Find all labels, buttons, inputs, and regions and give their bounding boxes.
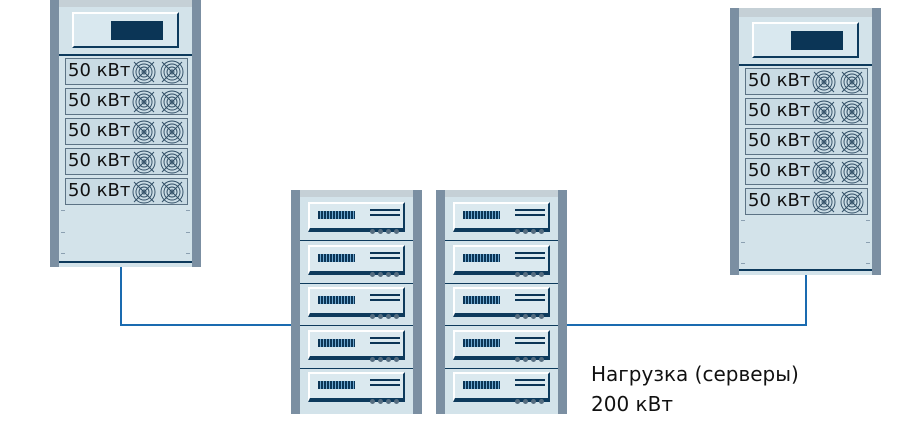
ups-display-screen bbox=[791, 31, 843, 50]
fan-icon bbox=[812, 160, 836, 184]
drive-bay-indicator bbox=[463, 381, 500, 389]
server-unit bbox=[453, 372, 550, 404]
ups-display-screen bbox=[111, 21, 163, 40]
power-module: 50 кВт bbox=[65, 178, 188, 205]
power-module: 50 кВт bbox=[65, 118, 188, 145]
fan-icon bbox=[132, 150, 156, 174]
power-module-label: 50 кВт bbox=[68, 120, 131, 141]
server-unit bbox=[453, 287, 550, 319]
power-module: 50 кВт bbox=[745, 68, 868, 95]
drive-bay-indicator bbox=[318, 211, 355, 219]
fan-icon bbox=[132, 180, 156, 204]
server-rack-1 bbox=[291, 190, 422, 414]
status-leds bbox=[515, 304, 547, 323]
power-module-label: 50 кВт bbox=[68, 180, 131, 201]
status-leds bbox=[515, 347, 547, 366]
power-module-label: 50 кВт bbox=[748, 160, 811, 181]
power-module-label: 50 кВт bbox=[748, 130, 811, 151]
status-leds bbox=[515, 219, 547, 238]
fan-icon bbox=[812, 190, 836, 214]
power-module-label: 50 кВт bbox=[68, 150, 131, 171]
drive-bay-indicator bbox=[463, 253, 500, 262]
server-unit bbox=[308, 244, 405, 277]
status-leds bbox=[370, 219, 402, 238]
status-leds bbox=[515, 262, 547, 281]
fan-icon bbox=[840, 130, 864, 154]
status-leds bbox=[370, 262, 402, 281]
rack-top-cap bbox=[300, 190, 413, 197]
fan-icon bbox=[132, 60, 156, 84]
fan-icon bbox=[840, 70, 864, 94]
power-module: 50 кВт bbox=[65, 58, 188, 85]
cable-left bbox=[120, 266, 292, 326]
fan-icon bbox=[812, 130, 836, 154]
power-module-label: 50 кВт bbox=[748, 100, 811, 121]
server-unit bbox=[453, 202, 550, 234]
power-module: 50 кВт bbox=[65, 148, 188, 175]
cable-right bbox=[566, 274, 807, 326]
fan-icon bbox=[812, 100, 836, 124]
power-module: 50 кВт bbox=[65, 88, 188, 115]
server-unit bbox=[308, 329, 405, 362]
fan-icon bbox=[132, 90, 156, 114]
drive-bay-indicator bbox=[463, 211, 500, 219]
drive-bay-indicator bbox=[463, 296, 500, 304]
status-leds bbox=[370, 347, 402, 366]
fan-icon bbox=[840, 160, 864, 184]
fan-icon bbox=[160, 90, 184, 114]
rack-top-cap bbox=[445, 190, 558, 197]
fan-icon bbox=[160, 120, 184, 144]
fan-icon bbox=[160, 180, 184, 204]
rack-top-cap bbox=[59, 0, 192, 7]
power-module: 50 кВт bbox=[745, 98, 868, 125]
ups-control-panel bbox=[752, 22, 859, 58]
power-module: 50 кВт bbox=[745, 128, 868, 155]
power-module-label: 50 кВт bbox=[68, 90, 131, 111]
rack-top-cap bbox=[739, 8, 872, 17]
server-unit bbox=[308, 202, 405, 234]
power-module-label: 50 кВт bbox=[748, 70, 811, 91]
server-unit bbox=[308, 372, 405, 404]
ups-control-panel bbox=[72, 12, 179, 48]
fan-icon bbox=[132, 120, 156, 144]
drive-bay-indicator bbox=[318, 253, 355, 262]
server-unit bbox=[453, 329, 550, 362]
status-leds bbox=[515, 389, 547, 408]
power-module: 50 кВт bbox=[745, 188, 868, 215]
fan-icon bbox=[160, 150, 184, 174]
load-title: Нагрузка (серверы) bbox=[591, 362, 799, 386]
fan-icon bbox=[812, 70, 836, 94]
power-module-label: 50 кВт bbox=[748, 190, 811, 211]
server-rack-2 bbox=[436, 190, 567, 414]
drive-bay-indicator bbox=[318, 338, 355, 347]
drive-bay-indicator bbox=[463, 338, 500, 347]
fan-icon bbox=[160, 60, 184, 84]
status-leds bbox=[370, 389, 402, 408]
ups-rack-left: 50 кВт 50 кВт 50 кВт 50 кВт 50 кВт bbox=[50, 0, 201, 267]
server-unit bbox=[453, 244, 550, 277]
fan-icon bbox=[840, 100, 864, 124]
status-leds bbox=[370, 304, 402, 323]
power-module-label: 50 кВт bbox=[68, 60, 131, 81]
server-unit bbox=[308, 287, 405, 319]
drive-bay-indicator bbox=[318, 296, 355, 304]
power-module: 50 кВт bbox=[745, 158, 868, 185]
ups-rack-right: 50 кВт 50 кВт 50 кВт 50 кВт 50 кВт bbox=[730, 8, 881, 275]
load-power: 200 кВт bbox=[591, 392, 673, 416]
fan-icon bbox=[840, 190, 864, 214]
drive-bay-indicator bbox=[318, 381, 355, 389]
